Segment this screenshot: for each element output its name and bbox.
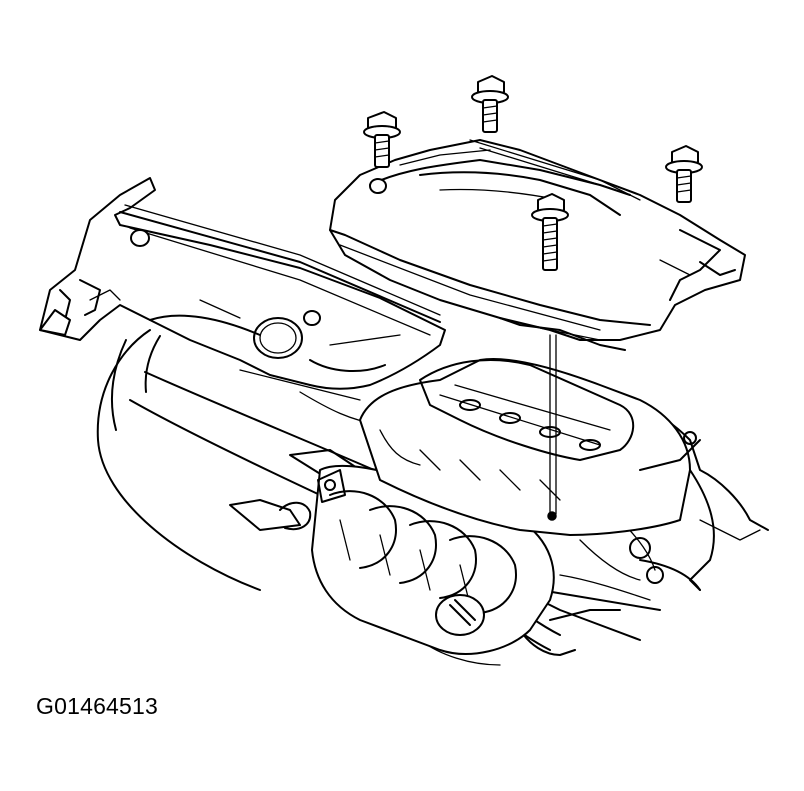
mounting-bolts <box>364 76 702 514</box>
engine-block-outline <box>98 330 768 665</box>
left-engine-cover <box>40 178 445 389</box>
bolt-2 <box>472 76 508 132</box>
right-engine-cover <box>330 140 745 350</box>
figure-code-label: G01464513 <box>36 693 159 719</box>
bolt-1 <box>364 112 400 167</box>
bolt-3 <box>666 146 702 202</box>
bolt-4 <box>532 194 568 270</box>
